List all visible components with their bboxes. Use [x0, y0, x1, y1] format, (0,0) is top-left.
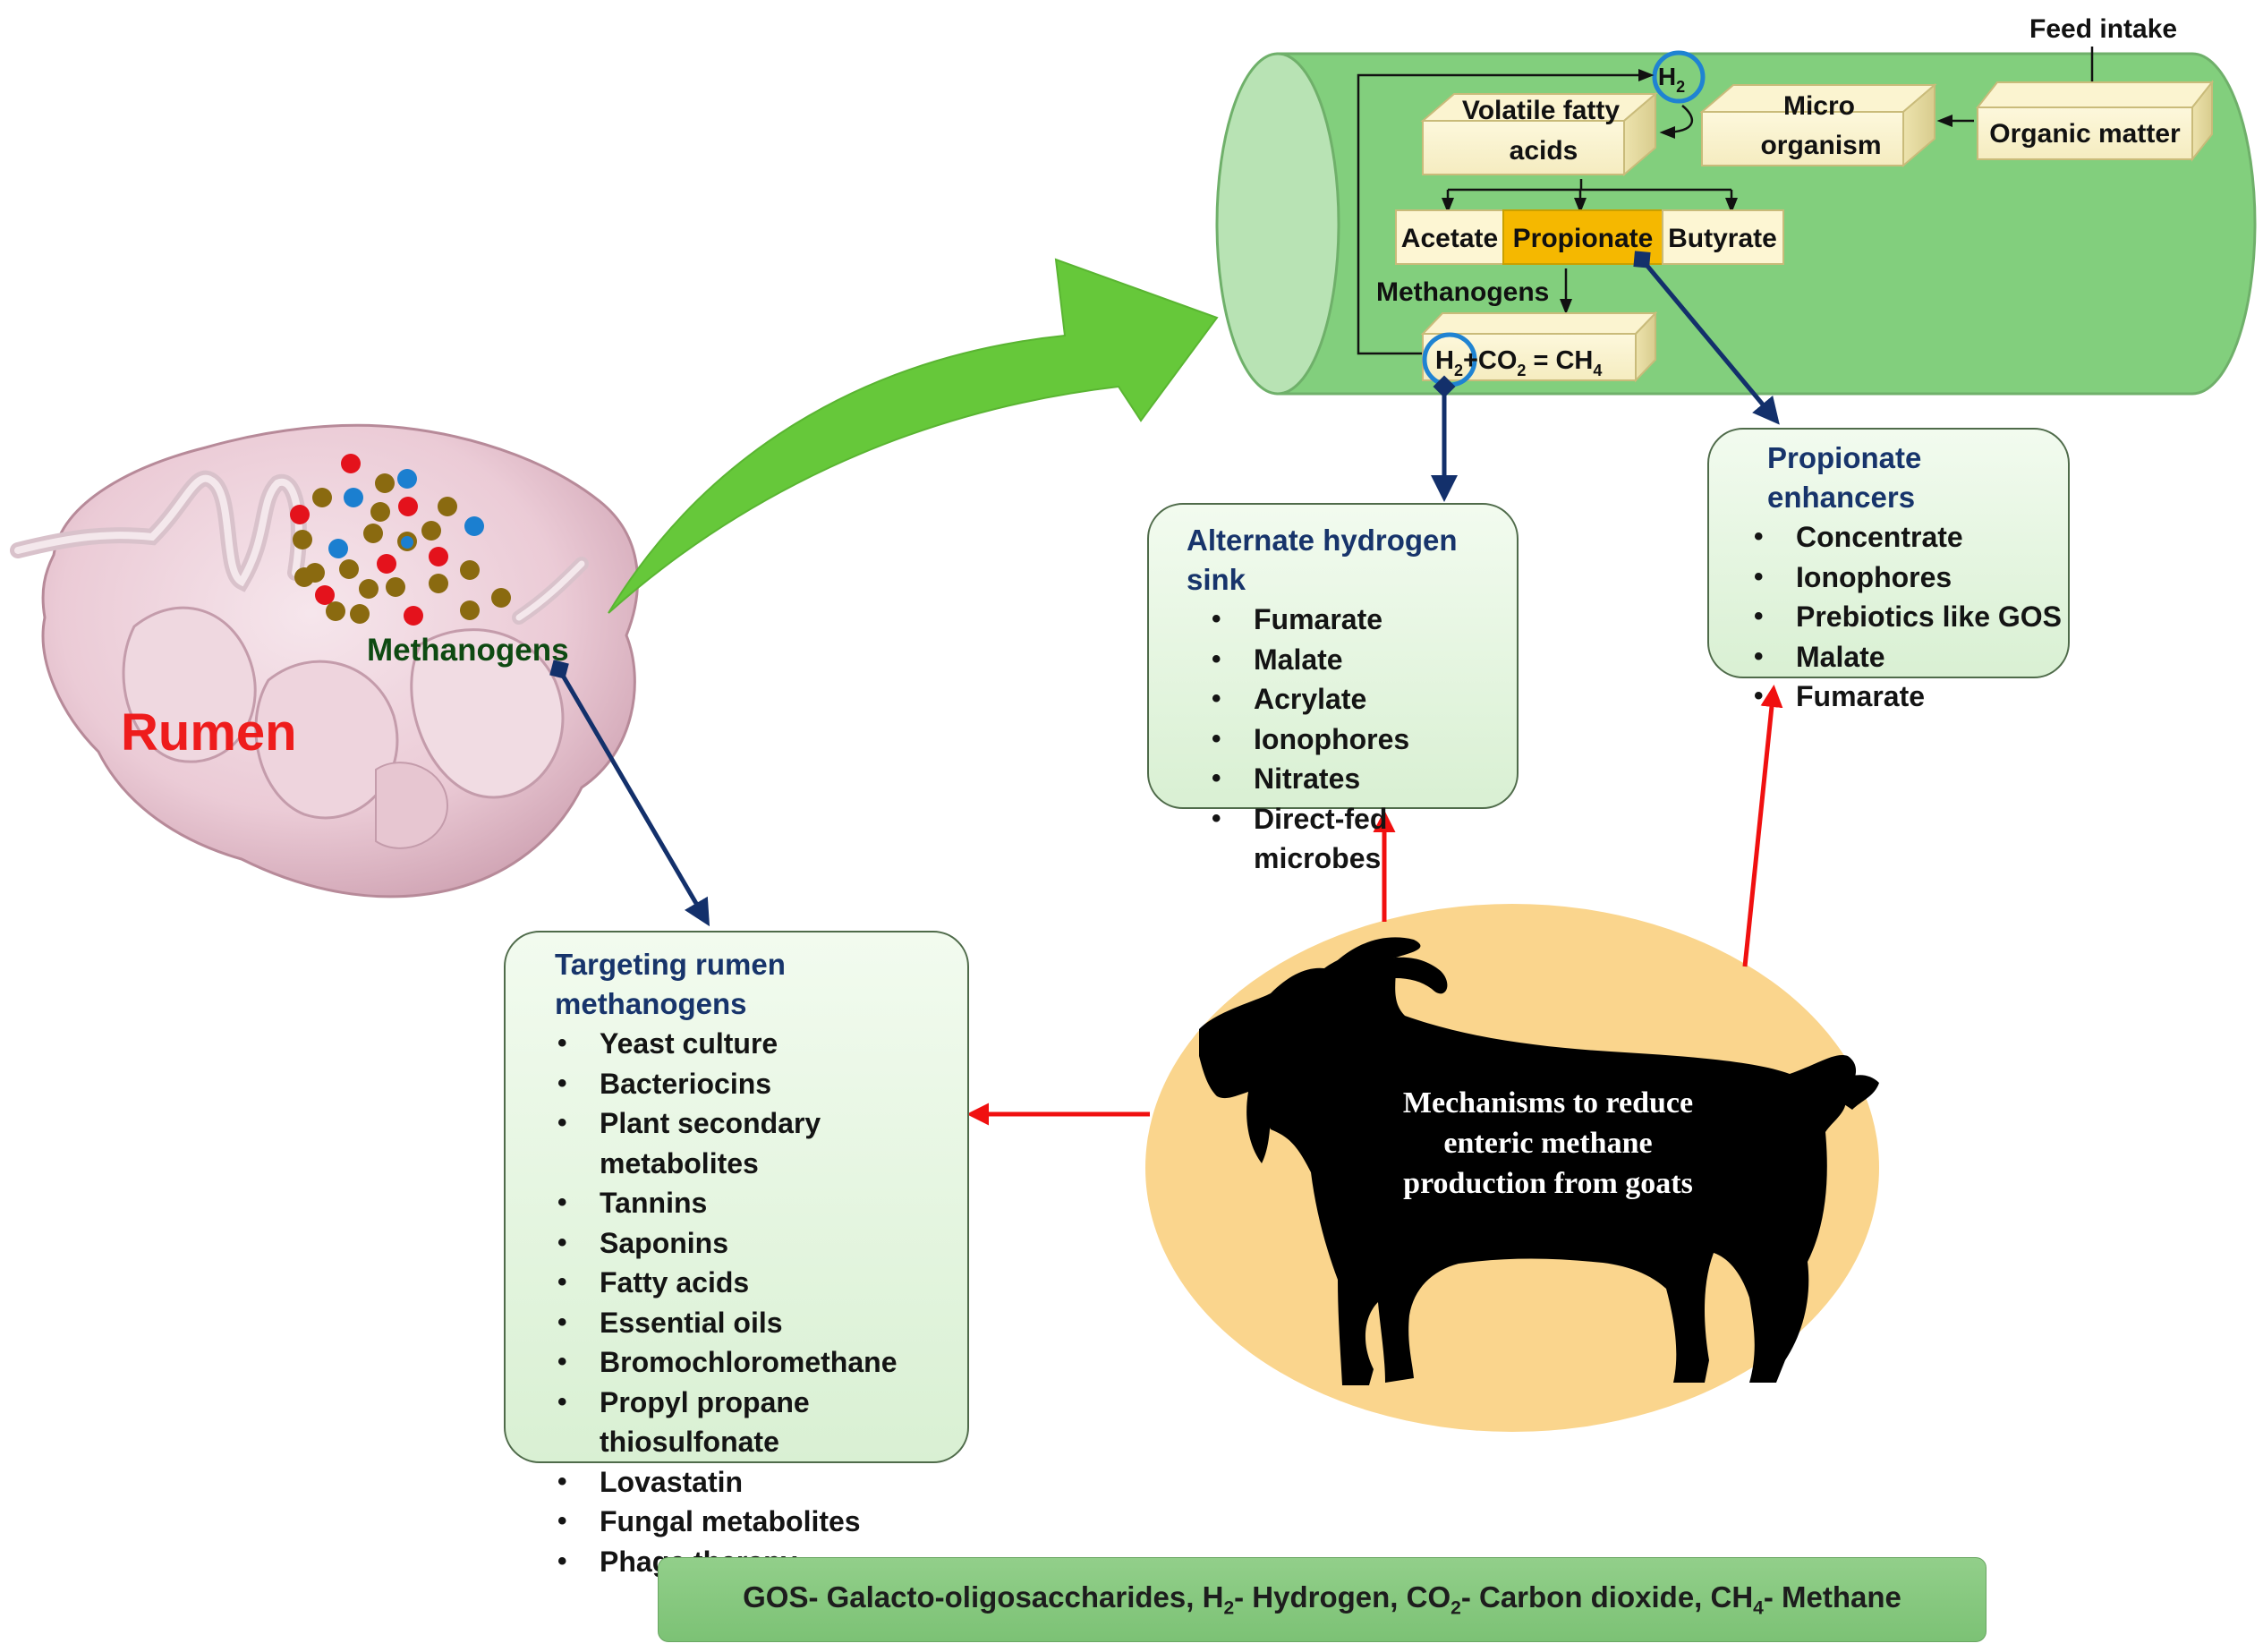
rumen-illustration: Rumen Methanogens: [10, 423, 639, 898]
list-item: Saponins: [532, 1223, 967, 1264]
list-item: Fumarate: [1187, 600, 1517, 640]
alternate-hydrogen-sink-title: Alternate hydrogen sink: [1187, 524, 1458, 596]
organic-matter-label: Organic matter: [1989, 119, 2181, 149]
list-item: Tannins: [532, 1183, 967, 1223]
list-item: Malate: [1729, 637, 2068, 677]
propionate-enhancers-title: Propionate enhancers: [1767, 441, 1922, 514]
abbreviation-legend: GOS- Galacto-oligosaccharides, H2- Hydro…: [658, 1557, 1987, 1642]
list-item: Bacteriocins: [532, 1064, 967, 1104]
butyrate-label: Butyrate: [1668, 224, 1777, 253]
goat-silhouette: [1199, 937, 1879, 1385]
list-item: Lovastatin: [532, 1462, 967, 1503]
list-item: Malate: [1187, 640, 1517, 680]
rumen-methanogens-label: Methanogens: [367, 633, 569, 668]
vfa-box: Volatile fatty acids: [1420, 91, 1658, 177]
arrow-rumen-to-targeting: [549, 660, 710, 927]
big-green-arrow: [608, 258, 1219, 614]
micro-organism-label-1: Micro: [1783, 91, 1855, 121]
list-item: Propyl propane thiosulfonate: [532, 1383, 967, 1462]
list-item: Fatty acids: [532, 1263, 967, 1303]
list-item: Plant secondary metabolites: [532, 1103, 967, 1183]
list-item: Ionophores: [1729, 558, 2068, 598]
goat-caption-line-1: Mechanisms to reduce: [1402, 1086, 1694, 1120]
methane-equation: H2+CO2 = CH4: [1435, 346, 1602, 379]
list-item: Concentrate: [1729, 517, 2068, 558]
list-item: Prebiotics like GOS: [1729, 597, 2068, 637]
methane-equation-box: H2+CO2 = CH4: [1420, 311, 1658, 387]
list-item: Bromochloromethane: [532, 1342, 967, 1383]
propionate-enhancers-box: Propionate enhancers Concentrate Ionopho…: [1707, 428, 2070, 716]
vfa-label-1: Volatile fatty: [1462, 96, 1620, 125]
list-item: Ionophores: [1187, 720, 1517, 760]
goat-caption-line-3: production from goats: [1403, 1167, 1693, 1200]
micro-organism-box: Micro organism: [1699, 82, 1937, 168]
alternate-hydrogen-sink-box: Alternate hydrogen sink Fumarate Malate …: [1147, 503, 1519, 874]
organic-matter-box: Organic matter: [1975, 80, 2215, 162]
feed-intake-label: Feed intake: [2029, 14, 2177, 44]
goat-caption-line-2: enteric methane: [1443, 1127, 1653, 1160]
arrow-to-propionate-enhancers: [1633, 251, 1780, 425]
red-arrow-to-propionate-enhancers: [1742, 685, 1783, 967]
methanogens-pathway-label: Methanogens: [1376, 277, 1549, 307]
targeting-methanogens-box: Targeting rumen methanogens Yeast cultur…: [504, 931, 969, 1581]
list-item: Acrylate: [1187, 679, 1517, 720]
list-item: Direct-fed microbes: [1187, 799, 1517, 879]
targeting-methanogens-title: Targeting rumen methanogens: [555, 948, 786, 1020]
h2-circle-top: [1652, 50, 1706, 104]
list-item: Fumarate: [1729, 677, 2068, 717]
vfa-types-row: Acetate Propionate Butyrate: [1395, 209, 1784, 265]
micro-organism-label-2: organism: [1760, 131, 1881, 160]
goat-caption: Mechanisms to reduce enteric methane pro…: [1342, 1083, 1754, 1204]
list-item: Essential oils: [532, 1303, 967, 1343]
vfa-label-2: acids: [1510, 136, 1578, 166]
legend-text: GOS- Galacto-oligosaccharides, H2- Hydro…: [743, 1580, 1901, 1619]
methanogen-dots: [290, 454, 511, 626]
rumen-label: Rumen: [121, 703, 297, 762]
list-item: Fungal metabolites: [532, 1502, 967, 1542]
propionate-label: Propionate: [1513, 224, 1654, 253]
list-item: Nitrates: [1187, 759, 1517, 799]
acetate-label: Acetate: [1401, 224, 1498, 253]
list-item: Yeast culture: [532, 1024, 967, 1064]
